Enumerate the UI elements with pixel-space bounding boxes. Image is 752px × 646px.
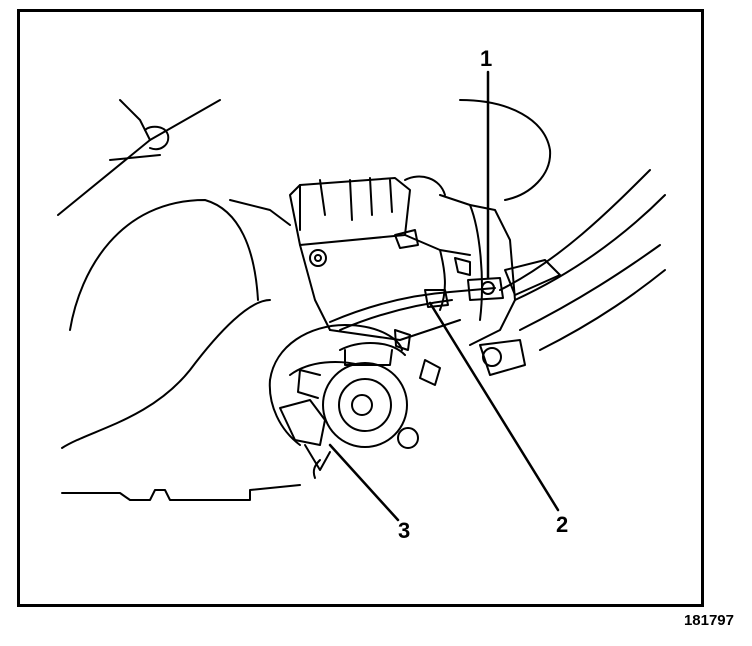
callout-leaders <box>328 70 560 522</box>
leader-line-3 <box>328 443 400 522</box>
figure-frame <box>17 9 704 607</box>
throttle-lever-cam <box>268 324 419 479</box>
hose-assembly <box>499 169 666 351</box>
leader-line-2 <box>428 301 560 512</box>
callout-2: 2 <box>556 512 569 537</box>
engine-bay-outline <box>57 99 552 501</box>
callout-3: 3 <box>398 518 411 543</box>
throttle-cable <box>329 277 504 331</box>
callout-1: 1 <box>480 46 493 71</box>
figure-number: 181797 <box>683 612 734 629</box>
throttle-body <box>289 175 526 386</box>
